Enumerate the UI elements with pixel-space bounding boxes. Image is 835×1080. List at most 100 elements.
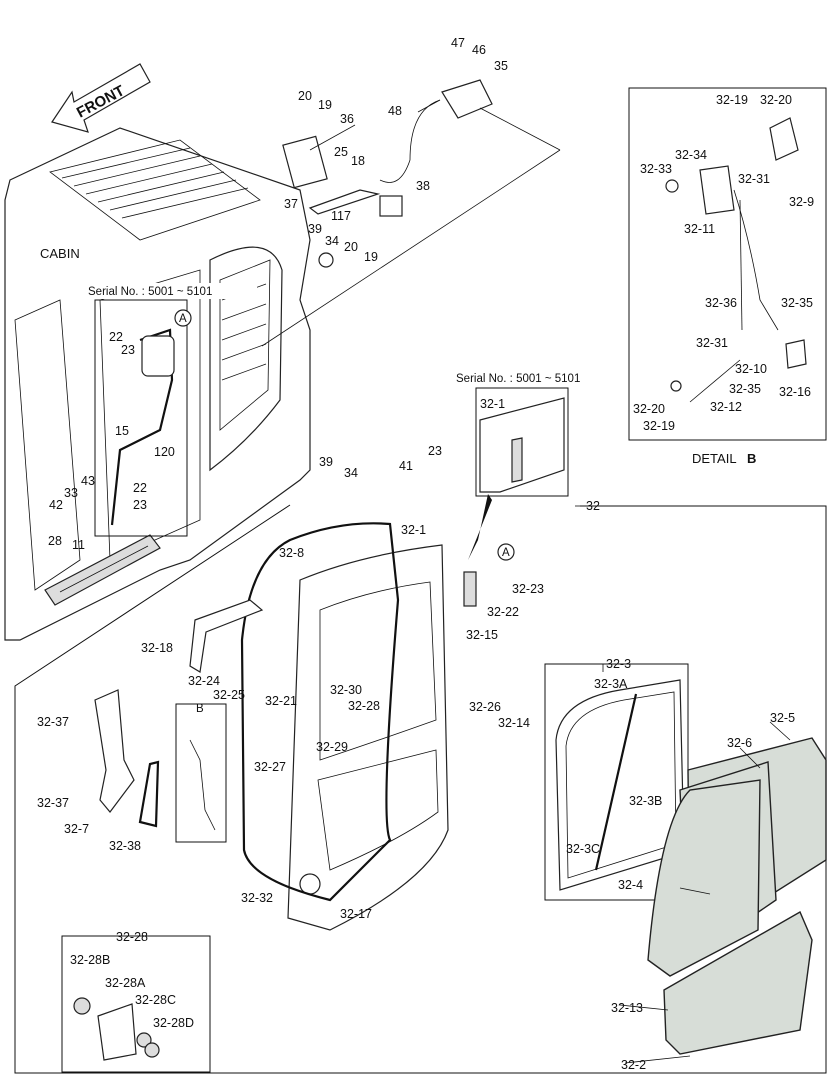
label-33: 33 [64,486,78,500]
label-22a: 22 [109,330,123,344]
label-32-18: 32-18 [141,641,173,655]
label-20b: 20 [344,240,358,254]
label-32-28b: 32-28B [70,953,110,967]
label-32-23: 32-23 [512,582,544,596]
label-23c: 23 [428,444,442,458]
detail-b-letter: B [747,451,756,466]
detail-b-mechanism [665,117,807,403]
label-39b: 39 [319,455,333,469]
handle-rod-15 [110,328,174,526]
label-28: 28 [48,534,62,548]
label-d-32-12: 32-12 [710,400,742,414]
label-32-32: 32-32 [241,891,273,905]
label-32-3b: 32-3B [629,794,662,808]
label-32-27: 32-27 [254,760,286,774]
label-d-32-35a: 32-35 [781,296,813,310]
label-32-7: 32-7 [64,822,89,836]
label-d-32-11: 32-11 [684,222,715,236]
serial-box-right [475,387,569,497]
serial-note-right: Serial No. : 5001 ~ 5101 [456,373,580,385]
inner-b-letter: B [196,703,204,715]
cabin-body [4,127,311,641]
label-32-22: 32-22 [487,605,519,619]
label-22b: 22 [133,481,147,495]
label-42: 42 [49,498,63,512]
label-32-15: 32-15 [466,628,498,642]
label-32-24: 32-24 [188,674,220,688]
label-37: 37 [284,197,298,211]
callout-a-left-letter: A [179,313,187,325]
label-32-8: 32-8 [279,546,304,560]
door-32-1 [287,544,449,931]
label-32-1b: 32-1 [401,523,426,537]
front-arrow: FRONT [51,63,151,133]
label-32-28-box: 32-28 [116,930,148,944]
label-46: 46 [472,43,486,57]
glass-32-13 [663,911,813,1055]
label-d-32-9: 32-9 [789,195,814,209]
label-32-21: 32-21 [265,694,297,708]
serial-box-left [94,299,188,537]
label-d-32-10: 32-10 [735,362,767,376]
label-32-13: 32-13 [611,1001,643,1015]
callout-a-right-letter: A [502,547,510,559]
label-19b: 19 [364,250,378,264]
label-36: 36 [340,112,354,126]
label-34b: 34 [344,466,358,480]
label-32-4: 32-4 [618,878,643,892]
label-d-32-36: 32-36 [705,296,737,310]
callout-a-left [174,309,192,327]
door-seal-32-8 [240,522,400,902]
label-18: 18 [351,154,365,168]
label-32-1a: 32-1 [480,397,505,411]
callout-a-right [497,543,515,561]
label-35: 35 [494,59,508,73]
label-32-17: 32-17 [340,907,372,921]
lock-plate-32-28a [97,1003,137,1061]
label-d-32-16: 32-16 [779,385,811,399]
label-32-28a: 32-28A [105,976,146,990]
label-23a: 23 [121,343,135,357]
part-labels: 47 46 35 48 20 19 36 25 18 38 37 117 39 … [37,36,814,1072]
label-d-32-20a: 32-20 [760,93,792,107]
label-32-3a: 32-3A [594,677,628,691]
label-32-6: 32-6 [727,736,752,750]
label-32-30: 32-30 [330,683,362,697]
label-32: 32 [586,499,600,513]
label-32-29: 32-29 [316,740,348,754]
label-43: 43 [81,474,95,488]
label-d-32-34: 32-34 [675,148,707,162]
label-32-37b: 32-37 [37,796,69,810]
detail-b-box [628,87,827,441]
label-32-28d: 32-28D [153,1016,194,1030]
label-25: 25 [334,145,348,159]
inner-b-box [175,703,227,843]
label-d-32-33: 32-33 [640,162,672,176]
label-32-37a: 32-37 [37,715,69,729]
label-d-32-35b: 32-35 [729,382,761,396]
lock-box-32-28 [61,935,211,1073]
label-32-2: 32-2 [621,1058,646,1072]
label-d-32-20b: 32-20 [633,402,665,416]
bracket-32-7 [94,689,135,813]
label-32-26: 32-26 [469,700,501,714]
label-20a: 20 [298,89,312,103]
label-11: 11 [72,538,85,552]
rod-32-38 [138,760,160,828]
label-d-32-19b: 32-19 [643,419,675,433]
detail-b-title: DETAIL [692,451,737,466]
cabin-label: CABIN [40,246,80,261]
label-32-5: 32-5 [770,711,795,725]
label-38: 38 [416,179,430,193]
grab-handle-32-18 [189,599,264,673]
label-41: 41 [399,459,413,473]
leader-lines [309,99,791,1064]
label-d-32-31b: 32-31 [696,336,728,350]
label-32-3c: 32-3C [566,842,600,856]
label-32-25: 32-25 [213,688,245,702]
label-23b: 23 [133,498,147,512]
label-32-28: 32-28 [348,699,380,713]
serial-note-left: Serial No. : 5001 ~ 5101 [88,286,212,298]
label-15: 15 [115,424,129,438]
